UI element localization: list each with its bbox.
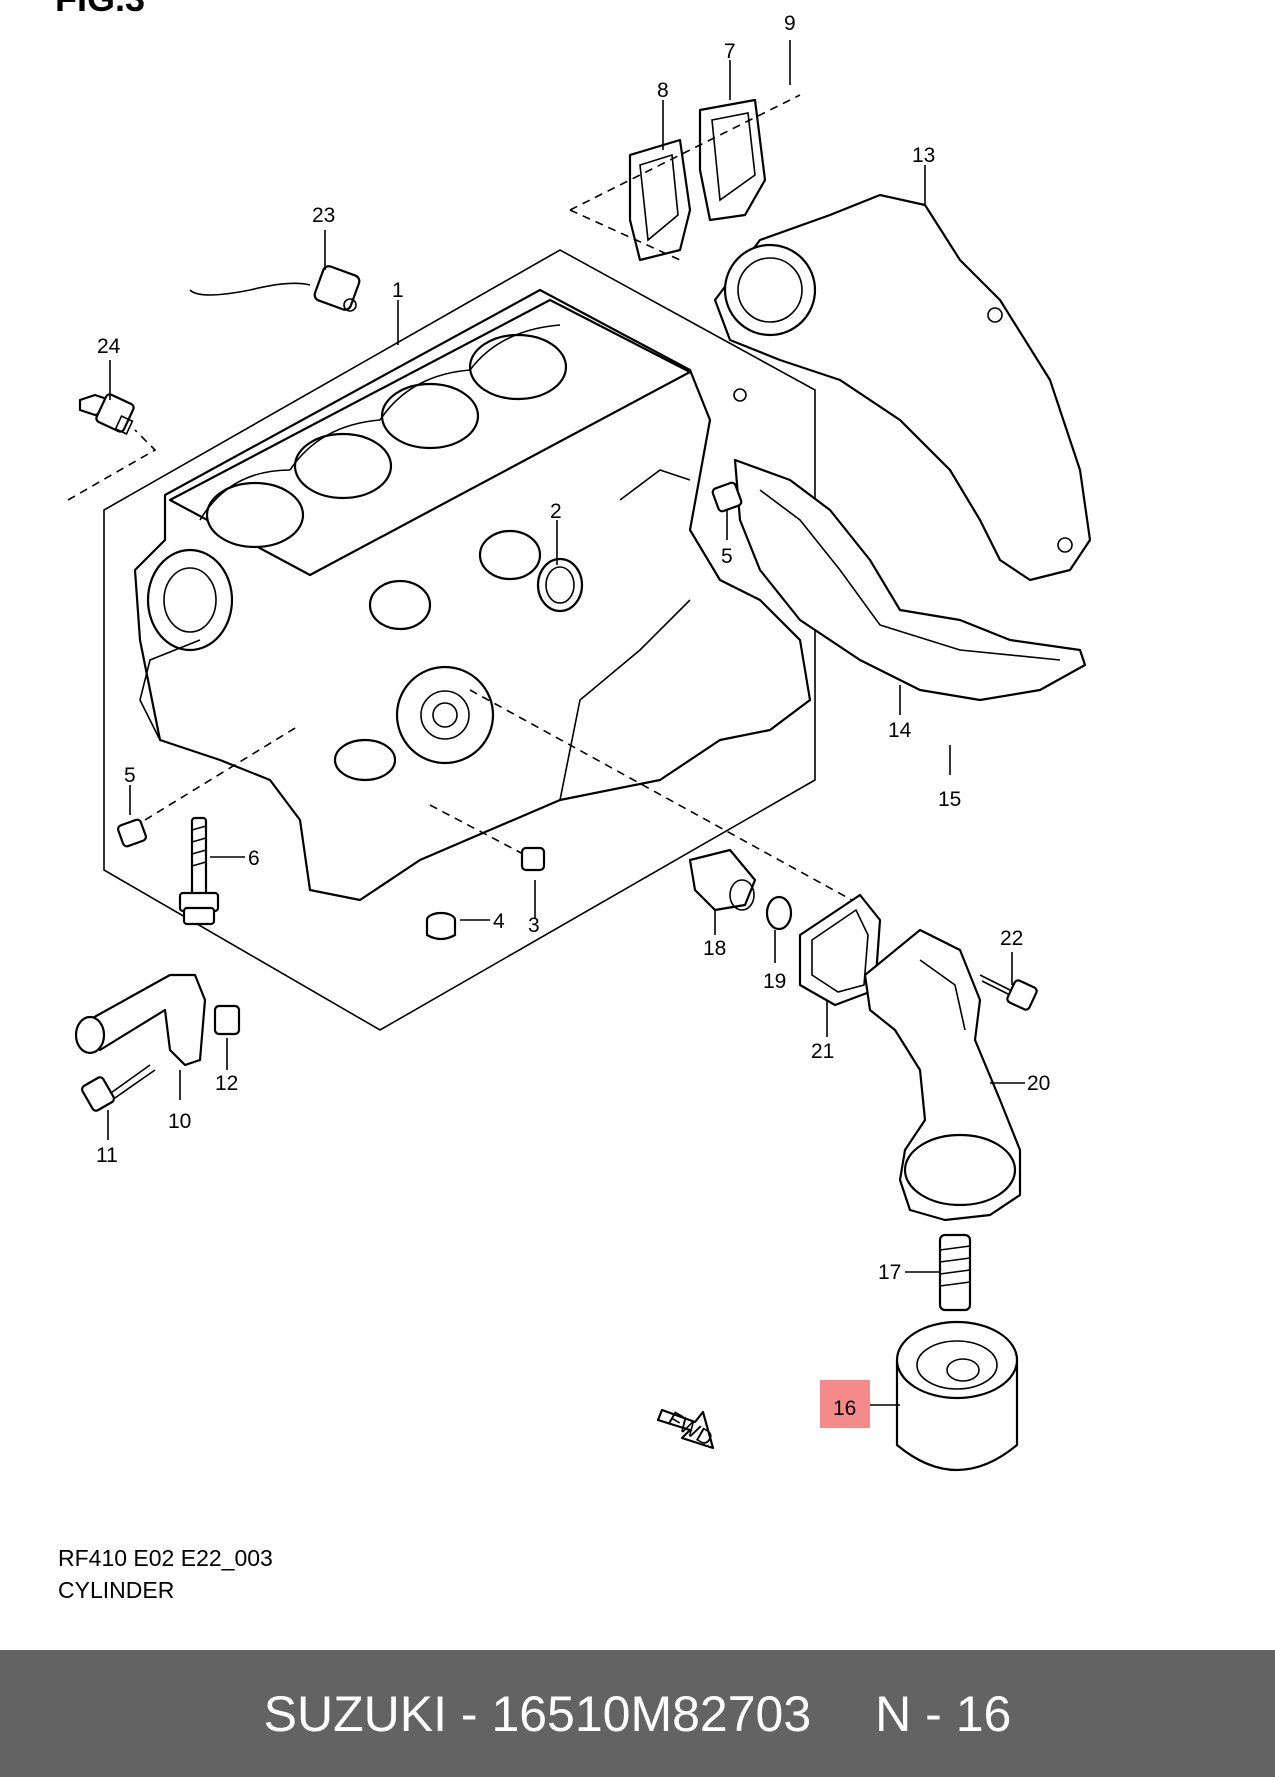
figure-title: FIG.3 [55,0,145,20]
callout-14: 14 [888,719,912,742]
block-bolt [178,816,220,926]
callout-9: 9 [784,12,796,35]
callout-20: 20 [1027,1072,1050,1095]
callout-13: 13 [912,144,935,167]
callout-4: 4 [493,910,505,933]
oil-pipe [74,973,207,1067]
figure-name: CYLINDER [58,1577,175,1603]
callout-5-left: 5 [124,764,136,787]
callout-6: 6 [248,847,260,870]
oil-filter [895,1320,1019,1471]
callout-21: 21 [811,1040,834,1063]
callout-7: 7 [724,40,736,63]
callout-1: 1 [392,279,404,302]
exploded-parts-diagram: FWD 1 2 3 4 5 5 6 [67,12,1092,1471]
callout-15: 15 [938,788,961,811]
oil-filter-stand [863,928,1022,1222]
figure-code: RF410 E02 E22_003 [58,1545,273,1571]
callout-2: 2 [550,500,562,523]
callout-5-right: 5 [721,545,733,568]
plug [425,911,457,941]
leader-lines [107,40,1025,1406]
pipe-bolt [80,1064,156,1112]
callout-16: 16 [833,1397,856,1420]
callout-12: 12 [215,1072,238,1095]
callout-17: 17 [878,1261,901,1284]
plug-bolt [520,846,546,872]
rear-plate [713,193,1092,582]
rear-gasket [733,458,1087,702]
callout-22: 22 [1000,927,1023,950]
dowel-pin-left [116,818,148,848]
callout-3: 3 [528,914,540,937]
cover-plate [569,94,801,261]
cylinder-block [103,249,871,1031]
callout-18: 18 [703,937,726,960]
brand-part-number: SUZUKI - 16510M82703 [263,1685,812,1742]
part-footer-bar: SUZUKI - 16510M82703 N - 16 [0,1650,1275,1777]
cover-gasket [628,138,692,262]
highlight-box [820,1380,870,1428]
oil-filter-union [688,848,757,912]
callout-11: 11 [96,1144,118,1167]
callout-23: 23 [312,204,335,227]
forward-label: FWD [664,1407,717,1451]
knock-sensor [189,265,361,312]
filter-stud [938,1233,972,1312]
dowel-pin-right [711,481,743,513]
callout-8: 8 [657,79,669,102]
diagram-reference: N - 16 [875,1685,1012,1742]
callout-10: 10 [168,1110,191,1133]
callout-19: 19 [763,970,786,993]
stand-bolt [979,974,1038,1011]
callout-labels: 1 2 3 4 5 5 6 7 8 9 10 11 12 13 14 15 16… [96,12,1050,1420]
callout-24: 24 [97,335,121,358]
forward-direction-arrow: FWD [656,1407,717,1451]
o-ring [765,895,793,931]
oil-pressure-switch [67,393,157,501]
oil-seal [536,557,584,613]
pipe-bush [213,1004,241,1036]
